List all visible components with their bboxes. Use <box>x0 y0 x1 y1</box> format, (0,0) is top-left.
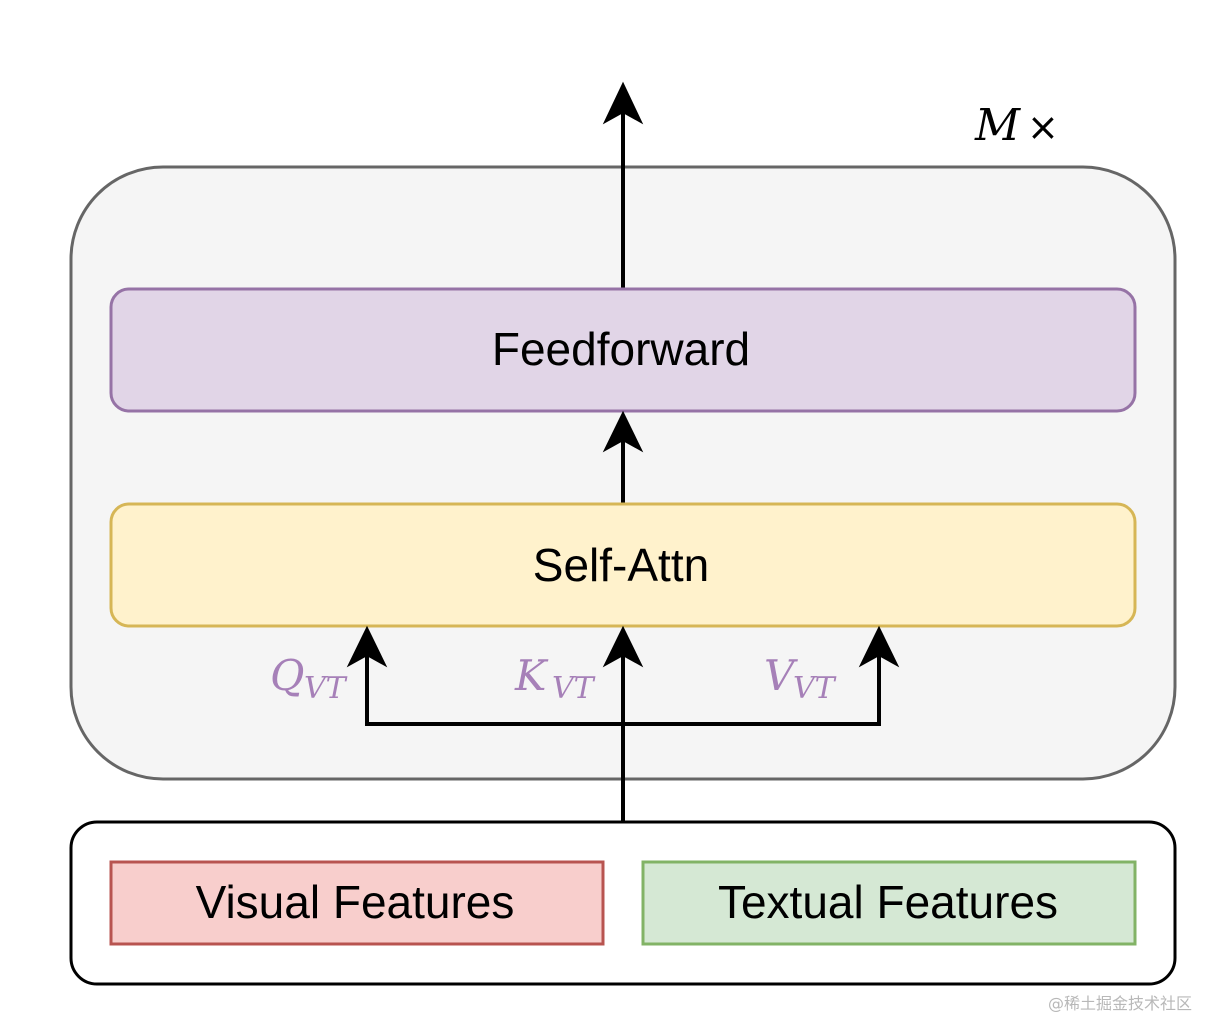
v-vt-label: V VT <box>764 651 837 706</box>
v-arrow-head <box>858 625 900 668</box>
visual-features-box <box>109 860 605 946</box>
selfattn-to-feedforward-head <box>602 410 644 453</box>
repeat-times-symbol: × <box>1027 105 1059 149</box>
q-arrow-head <box>346 625 388 668</box>
k-vt-label: K VT <box>514 651 596 706</box>
q-vt-label: Q VT <box>270 651 348 706</box>
watermark-text: @稀土掘金技术社区 <box>1047 994 1192 1013</box>
k-arrow-head <box>602 625 644 668</box>
repeat-label: M <box>974 100 1021 151</box>
textual-features-box <box>641 860 1137 946</box>
textual-features-label: Textual Features <box>718 876 1058 928</box>
visual-features-label: Visual Features <box>196 876 515 928</box>
self-attn-label: Self-Attn <box>533 539 709 591</box>
output-arrow-head <box>602 81 644 125</box>
feedforward-label: Feedforward <box>492 323 750 375</box>
